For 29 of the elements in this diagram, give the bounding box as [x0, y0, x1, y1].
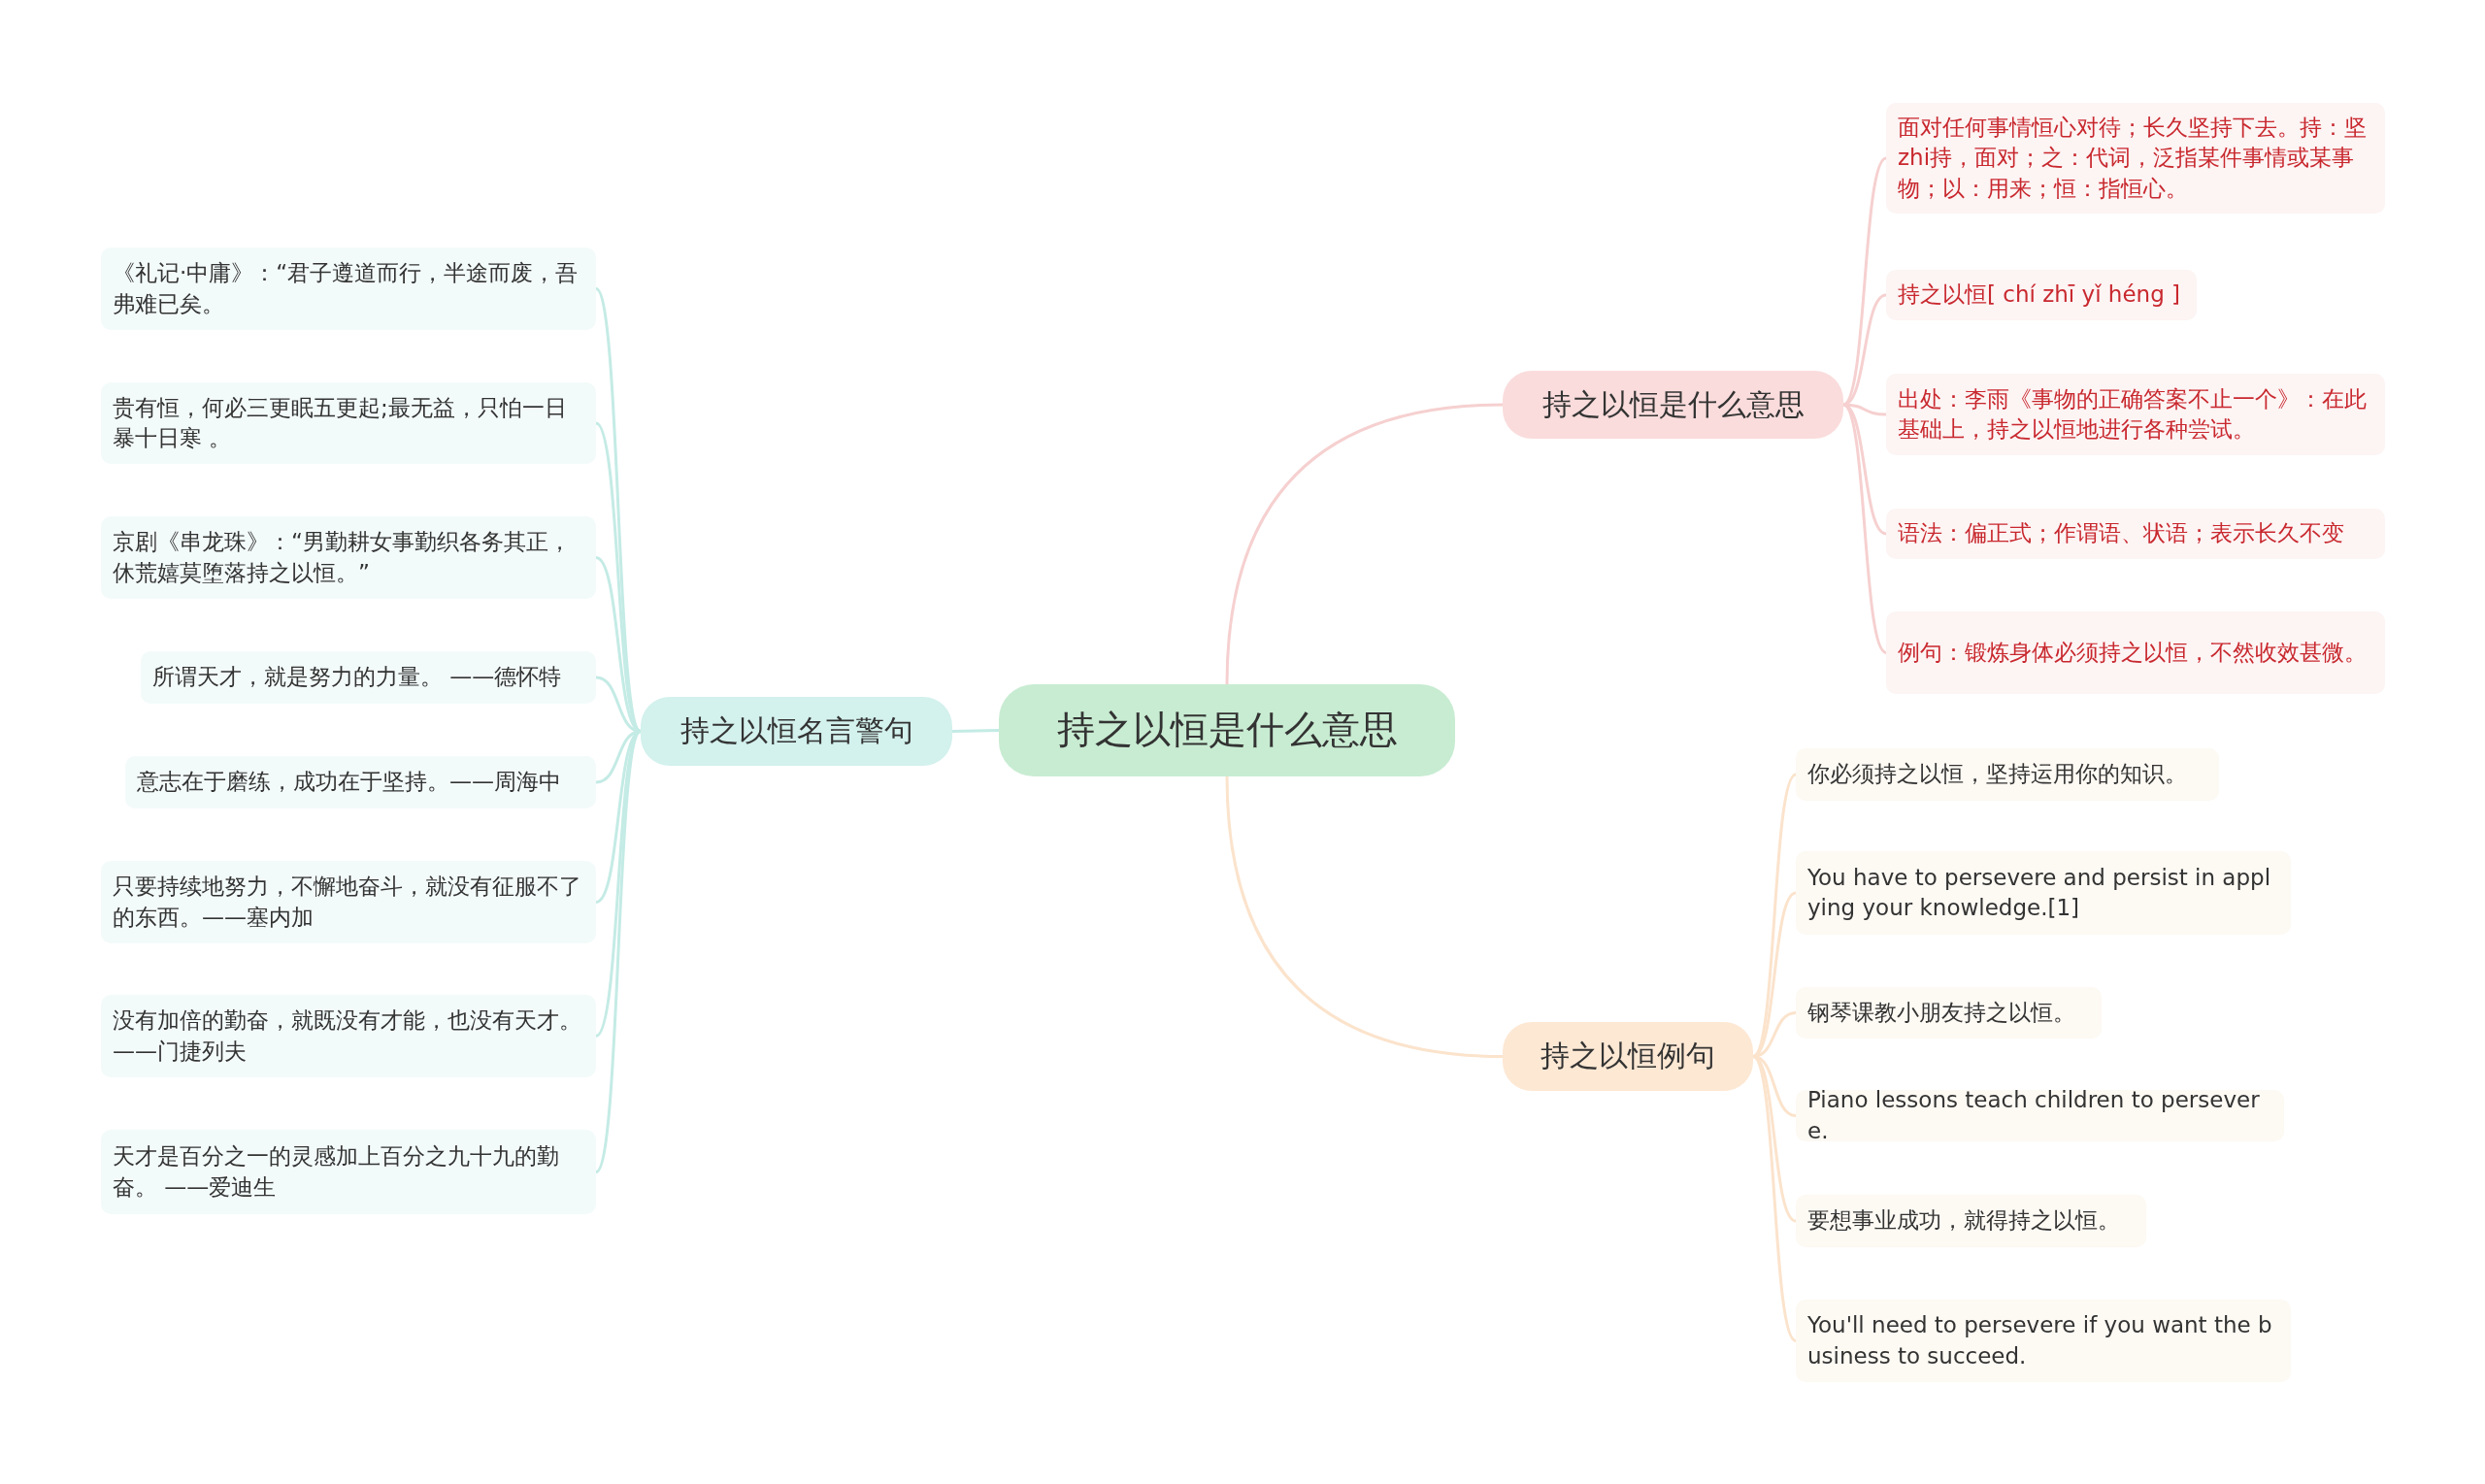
branch-topic: 持之以恒是什么意思 [1503, 371, 1843, 439]
leaf-note: 京剧《串龙珠》：“男勤耕女事勤织各务其正，休荒嬉莫堕落持之以恒。” [101, 516, 596, 599]
leaf-note: 例句：锻炼身体必须持之以恒，不然收效甚微。 [1886, 611, 2385, 694]
leaf-note: You'll need to persevere if you want the business to succeed. [1796, 1300, 2291, 1382]
leaf-note: 贵有恒，何必三更眠五更起;最无益，只怕一日暴十日寒 。 [101, 382, 596, 464]
leaf-note: 没有加倍的勤奋，就既没有才能，也没有天才。 ——门捷列夫 [101, 995, 596, 1077]
leaf-note: 只要持续地努力，不懈地奋斗，就没有征服不了的东西。——塞内加 [101, 861, 596, 943]
connector-line [594, 730, 643, 1173]
leaf-note: 天才是百分之一的灵感加上百分之九十九的勤奋。 ——爱迪生 [101, 1130, 596, 1214]
branch-topic: 持之以恒名言警句 [641, 697, 952, 766]
connector-line [1751, 1055, 1798, 1342]
leaf-note: 所谓天才，就是努力的力量。 ——德怀特 [141, 651, 596, 704]
leaf-note: 持之以恒[ chí zhī yǐ héng ] [1886, 270, 2197, 320]
leaf-note: 出处：李雨《事物的正确答案不止一个》：在此基础上，持之以恒地进行各种尝试。 [1886, 374, 2385, 455]
leaf-note: 要想事业成功，就得持之以恒。 [1796, 1195, 2146, 1247]
leaf-note: 《礼记·中庸》：“君子遵道而行，半途而废，吾弗难已矣。 [101, 247, 596, 330]
leaf-note: 你必须持之以恒，坚持运用你的知识。 [1796, 748, 2219, 801]
leaf-note: 钢琴课教小朋友持之以恒。 [1796, 987, 2102, 1039]
branch-topic: 持之以恒例句 [1503, 1022, 1753, 1091]
connector-line [1751, 773, 1798, 1058]
connector-line [1225, 403, 1504, 685]
connector-line [951, 729, 1000, 733]
central-topic: 持之以恒是什么意思 [999, 684, 1455, 776]
leaf-note: 意志在于磨练，成功在于坚持。——周海中 [125, 756, 596, 808]
leaf-note: Piano lessons teach children to persevere. [1796, 1090, 2284, 1141]
leaf-note: You have to persevere and persist in applying your knowledge.[1] [1796, 851, 2291, 935]
connector-line [1225, 775, 1504, 1058]
leaf-note: 面对任何事情恒心对待；长久坚持下去。持：坚zhi持，面对；之：代词，泛指某件事情或某事物；以：用来；恒：指恒心。 [1886, 103, 2385, 214]
leaf-note: 语法：偏正式；作谓语、状语；表示长久不变 [1886, 509, 2385, 559]
